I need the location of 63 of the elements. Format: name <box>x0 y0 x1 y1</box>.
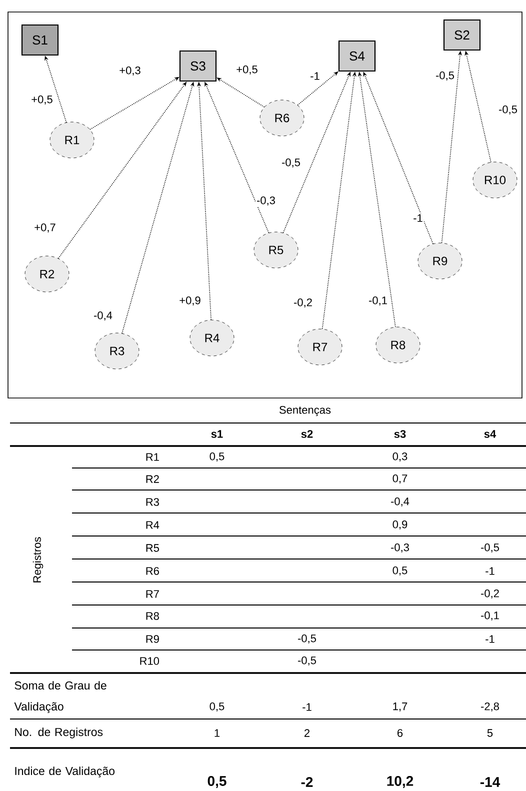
edge-label: +0,5 <box>30 94 54 106</box>
row-header: R6 <box>146 567 159 575</box>
table-cell: -0,5 <box>298 656 316 666</box>
edge-label: -0,5 <box>498 104 518 116</box>
table-cell: 6 <box>398 729 403 737</box>
table-cell: -14 <box>480 777 500 787</box>
table-cell: 0,5 <box>208 776 226 788</box>
edge-label: -1 <box>309 71 321 81</box>
edge-label: -1 <box>412 213 424 223</box>
table-cell: -0,1 <box>481 611 499 621</box>
table-cell: 10,2 <box>387 776 414 788</box>
edge-label: -0,3 <box>256 195 276 207</box>
row-header: R10 <box>140 657 160 665</box>
sentence-box: S1 <box>21 24 59 56</box>
edge-label: +0,7 <box>33 222 57 234</box>
table-cell: 1,7 <box>393 702 408 712</box>
table-cell: 0,3 <box>392 452 408 462</box>
table-cell: 0,9 <box>392 520 408 530</box>
table-cell: 0,5 <box>210 452 224 462</box>
table-cell: -2 <box>301 777 313 787</box>
table-cell: -0,5 <box>298 634 316 644</box>
sentence-box: S2 <box>443 19 481 51</box>
edge-label: -0,5 <box>434 70 456 82</box>
table-cell: 0,5 <box>210 702 224 712</box>
row-header: R3 <box>146 498 159 506</box>
row-header: R1 <box>146 453 159 461</box>
table-cell: -0,2 <box>481 589 499 599</box>
row-header: R5 <box>146 544 159 552</box>
column-header: s2 <box>301 430 313 438</box>
table-cell: -0,4 <box>391 497 410 507</box>
table-cell: -1 <box>486 635 494 643</box>
table-cell: -1 <box>302 703 312 711</box>
edge-label: -0,4 <box>92 310 114 322</box>
table-cell: -2,8 <box>481 702 499 712</box>
table-cell: 1 <box>214 729 220 737</box>
sentence-box: S4 <box>338 40 376 72</box>
column-header: s4 <box>484 430 496 438</box>
table-cell: 0,5 <box>392 566 408 576</box>
column-header: s1 <box>211 430 223 438</box>
row-header: R9 <box>146 635 159 643</box>
table-cell: 0,7 <box>392 474 408 484</box>
row-header: R7 <box>146 590 159 598</box>
row-header: R4 <box>146 521 160 529</box>
edge-label: +0,3 <box>118 65 142 77</box>
row-header: No. de Registros <box>15 728 103 738</box>
column-header: s3 <box>394 430 406 438</box>
row-header: R8 <box>146 612 159 620</box>
edge-label: -0,1 <box>368 295 388 307</box>
row-header: R2 <box>146 475 159 483</box>
table-cell: 2 <box>304 729 310 737</box>
axis-title: Registros <box>32 537 44 582</box>
table-cell: -0,5 <box>481 543 499 553</box>
sentence-box: S3 <box>179 50 217 82</box>
table-cell: 5 <box>487 729 493 737</box>
edge-label: -0,5 <box>280 157 302 169</box>
table-title: Sentenças <box>280 406 331 416</box>
table-cell: -1 <box>486 567 494 575</box>
edge-label: -0,2 <box>292 297 314 309</box>
edge-label: +0,5 <box>235 64 259 76</box>
table-cell: -0,3 <box>391 543 409 553</box>
edge-label: +0,9 <box>178 295 202 307</box>
row-header: Soma de Grau de Validação <box>14 681 106 713</box>
row-header: Indice de Validação <box>15 766 114 778</box>
